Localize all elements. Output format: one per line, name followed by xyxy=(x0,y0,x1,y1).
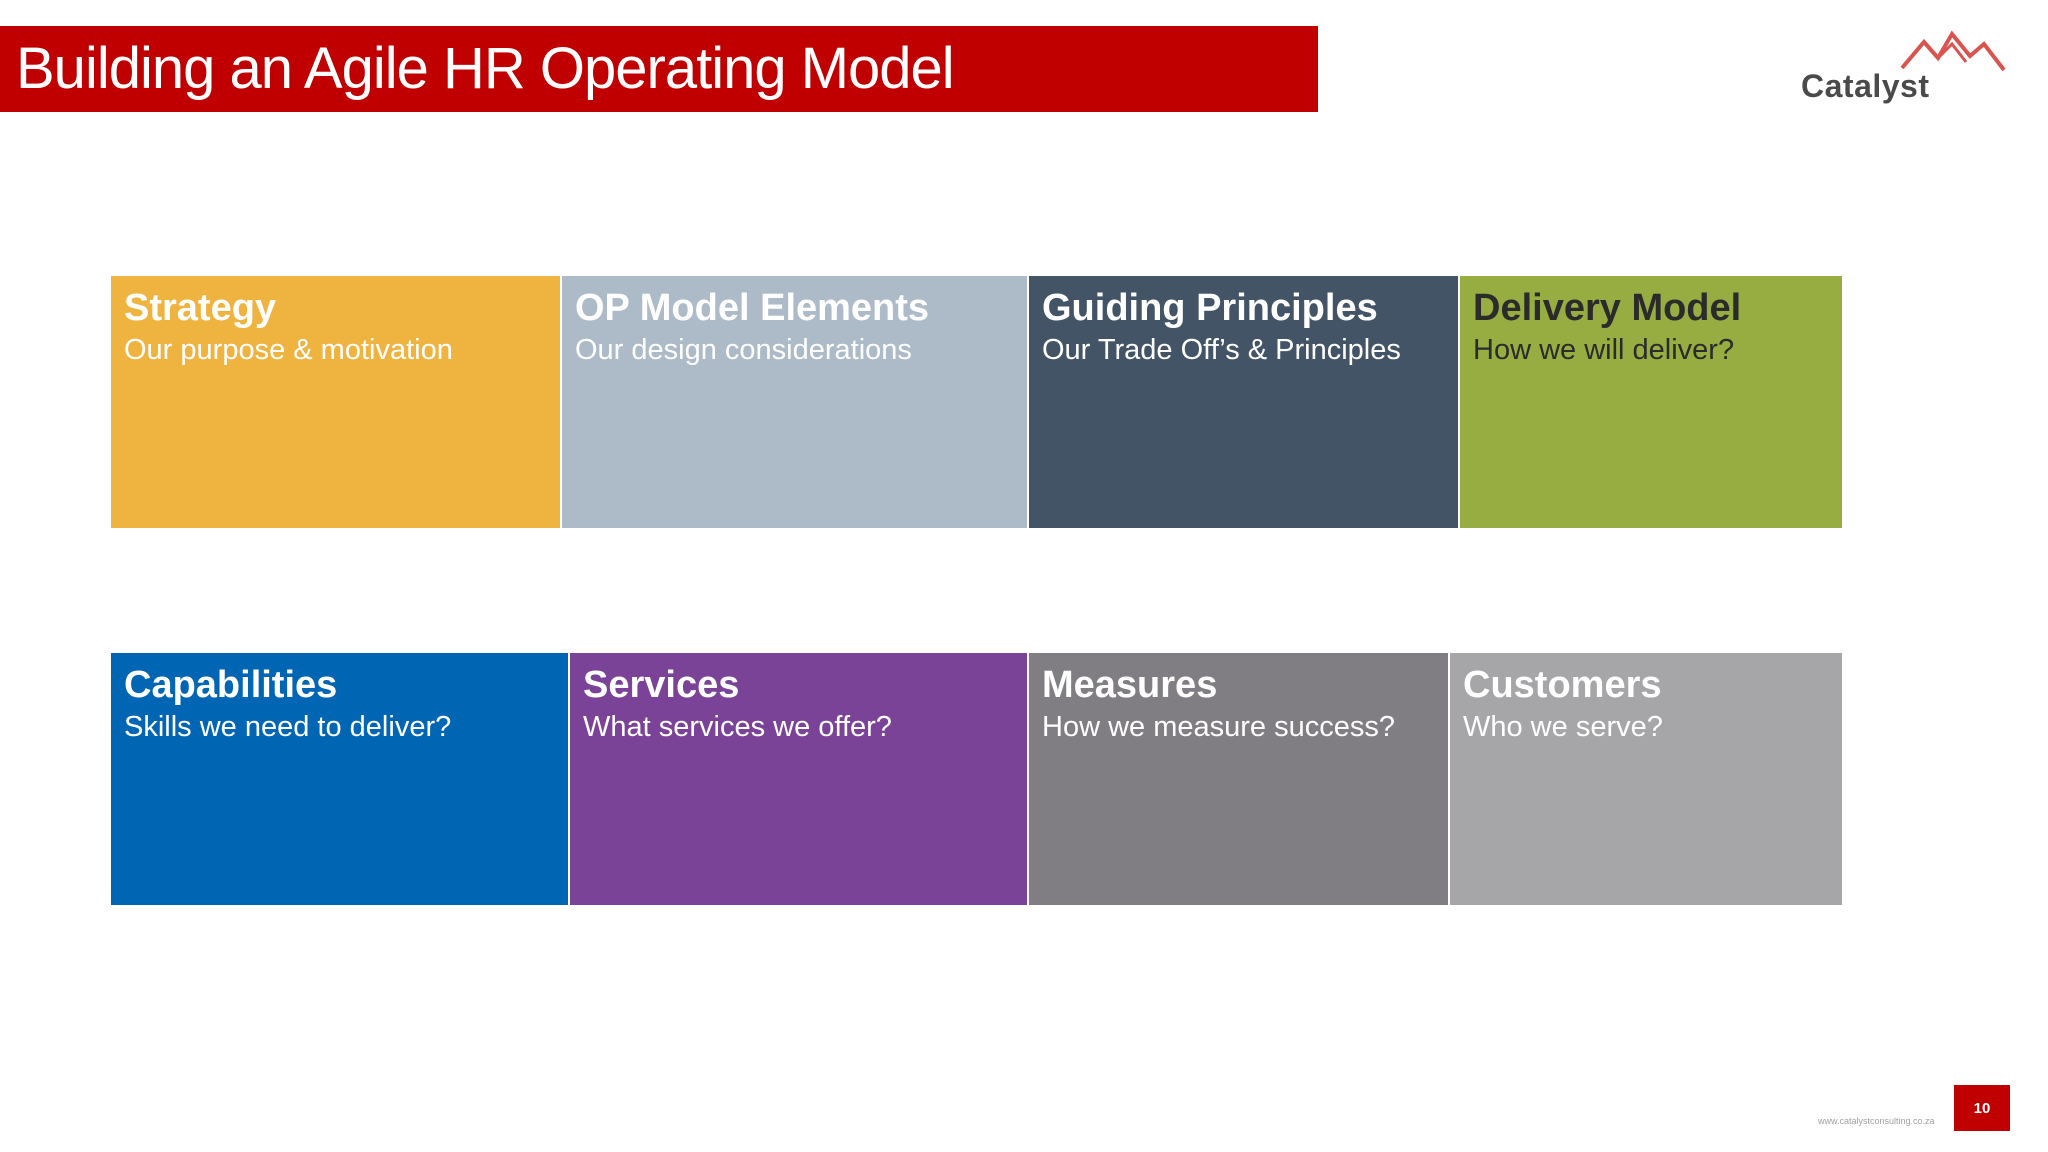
logo-text: Catalyst xyxy=(1801,68,1930,104)
tile-subtitle: How we will deliver? xyxy=(1473,333,1735,366)
tile-title: OP Model Elements xyxy=(575,287,930,329)
tile-measures: Measures How we measure success? xyxy=(1029,653,1448,905)
tile-customers: Customers Who we serve? xyxy=(1450,653,1842,905)
tile-subtitle: What services we offer? xyxy=(583,710,892,743)
tile-strategy: Strategy Our purpose & motivation xyxy=(111,276,560,528)
title-bar: Building an Agile HR Operating Model xyxy=(0,26,1318,112)
tile-op-model-elements: OP Model Elements Our design considerati… xyxy=(562,276,1027,528)
tile-subtitle: Our Trade Off’s & Principles xyxy=(1042,333,1401,366)
page-number-badge: 10 xyxy=(1954,1085,2010,1131)
footer-url: www.catalystconsulting.co.za xyxy=(1818,1116,1935,1126)
tile-subtitle: Who we serve? xyxy=(1463,710,1663,743)
catalyst-logo: Catalyst xyxy=(1795,28,2015,108)
tile-subtitle: Our purpose & motivation xyxy=(124,333,453,366)
model-row-bottom: Capabilities Skills we need to deliver? … xyxy=(111,653,1842,905)
tile-capabilities: Capabilities Skills we need to deliver? xyxy=(111,653,568,905)
tile-title: Services xyxy=(583,664,740,706)
tile-subtitle: Skills we need to deliver? xyxy=(124,710,452,743)
tile-title: Capabilities xyxy=(124,664,338,706)
mountain-peaks-icon xyxy=(1900,30,2006,72)
model-row-top: Strategy Our purpose & motivation OP Mod… xyxy=(111,276,1842,528)
tile-title: Measures xyxy=(1042,664,1218,706)
tile-subtitle: Our design considerations xyxy=(575,333,912,366)
tile-delivery-model: Delivery Model How we will deliver? xyxy=(1460,276,1842,528)
tile-title: Delivery Model xyxy=(1473,287,1742,329)
tile-title: Guiding Principles xyxy=(1042,287,1378,329)
tile-services: Services What services we offer? xyxy=(570,653,1027,905)
slide-title: Building an Agile HR Operating Model xyxy=(16,36,955,101)
tile-title: Customers xyxy=(1463,664,1662,706)
tile-subtitle: How we measure success? xyxy=(1042,710,1395,743)
tile-title: Strategy xyxy=(124,287,277,329)
tile-guiding-principles: Guiding Principles Our Trade Off’s & Pri… xyxy=(1029,276,1458,528)
